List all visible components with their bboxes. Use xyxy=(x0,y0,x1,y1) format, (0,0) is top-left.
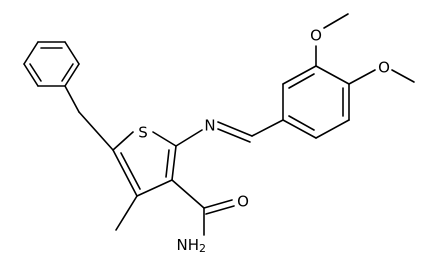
carbonyl-oxygen-label: O xyxy=(237,193,249,211)
thiophene-ring xyxy=(112,131,177,197)
amide-nh-text: NH xyxy=(177,236,200,254)
amide-nitrogen-label: NH2 xyxy=(177,236,207,256)
imine-nitrogen-label: N xyxy=(204,117,215,135)
carboxamide-bonds xyxy=(171,179,235,236)
methyl-bond xyxy=(115,195,138,231)
methoxy4-oxygen-label: O xyxy=(378,59,390,77)
methoxy-bonds xyxy=(315,13,415,85)
sulfur-label: S xyxy=(138,124,148,142)
atom-labels: S N O NH2 O O xyxy=(138,27,390,256)
dimethoxyphenyl-ring xyxy=(282,65,350,139)
phenyl-ring xyxy=(23,41,80,87)
methoxy3-oxygen-label: O xyxy=(310,27,322,45)
amide-h2-subscript: 2 xyxy=(199,242,206,255)
imine-bonds xyxy=(175,119,284,147)
benzyl-ch2-bonds xyxy=(64,85,114,151)
